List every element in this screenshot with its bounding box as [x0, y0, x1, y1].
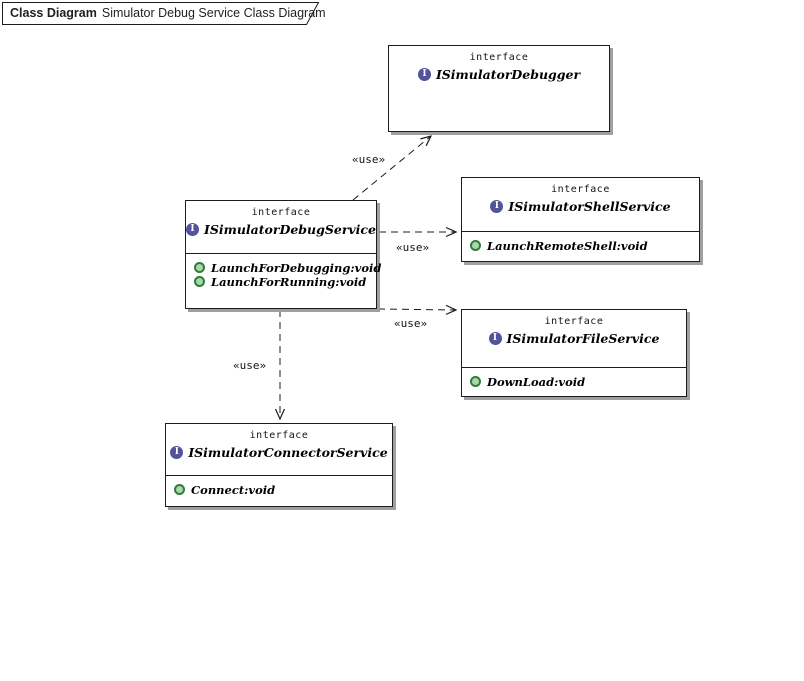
method-label: LaunchForDebugging:void	[211, 260, 382, 275]
public-method-icon	[194, 262, 205, 273]
class-header: interface I ISimulatorConnectorService	[166, 424, 392, 475]
class-name: ISimulatorDebugger	[435, 67, 581, 82]
public-method-icon	[470, 240, 481, 251]
interface-icon: I	[488, 332, 502, 345]
diagram-name-label: Simulator Debug Service Class Diagram	[101, 6, 326, 20]
diagram-type-label: Class Diagram	[10, 6, 97, 20]
class-name: ISimulatorConnectorService	[188, 445, 388, 460]
public-method-icon	[174, 484, 185, 495]
title-tab-shape	[2, 2, 320, 25]
interface-icon: I	[186, 223, 199, 236]
class-box-isimulatordebugservice[interactable]: interface I ISimulatorDebugService Launc…	[185, 200, 381, 309]
method-row: LaunchForRunning:void	[194, 274, 372, 289]
dependency-arrow-to-debugger[interactable]	[352, 136, 431, 201]
class-name: ISimulatorFileService	[506, 331, 660, 346]
stereotype-label: interface	[469, 52, 529, 63]
class-header: interface I ISimulatorShellService	[462, 178, 699, 231]
public-method-icon	[470, 376, 481, 387]
method-label: LaunchRemoteShell:void	[487, 238, 648, 253]
use-stereotype-label: «use»	[233, 359, 266, 372]
class-name: ISimulatorShellService	[508, 199, 671, 214]
method-row: DownLoad:void	[470, 374, 682, 389]
method-row: LaunchRemoteShell:void	[470, 238, 695, 253]
method-row: LaunchForDebugging:void	[194, 261, 381, 275]
use-stereotype-label: «use»	[394, 317, 427, 330]
public-method-icon	[194, 276, 205, 287]
class-box-isimulatorfileservice[interactable]: interface I ISimulatorFileService DownLo…	[461, 309, 687, 397]
method-row: Connect:void	[174, 482, 388, 497]
methods-compartment: DownLoad:void	[462, 367, 686, 396]
stereotype-label: interface	[251, 207, 311, 218]
class-name: ISimulatorDebugService	[204, 222, 376, 237]
methods-compartment: Connect:void	[166, 475, 392, 506]
use-stereotype-label: «use»	[396, 241, 429, 254]
stereotype-label: interface	[249, 430, 309, 441]
stereotype-label: interface	[544, 316, 604, 327]
class-header: interface I ISimulatorDebugger	[389, 46, 609, 82]
class-box-isimulatorconnectorservice[interactable]: interface I ISimulatorConnectorService C…	[165, 423, 393, 507]
diagram-title: Class Diagram Simulator Debug Service Cla…	[10, 6, 326, 20]
method-label: LaunchForRunning:void	[211, 274, 367, 289]
diagram-title-tab: Class Diagram Simulator Debug Service Cla…	[2, 2, 326, 26]
methods-compartment: LaunchForDebugging:void LaunchForRunning…	[186, 253, 381, 308]
class-header: interface I ISimulatorFileService	[462, 310, 686, 367]
dependency-arrow-to-file-service[interactable]	[377, 309, 456, 310]
method-label: DownLoad:void	[487, 374, 586, 389]
interface-icon: I	[417, 68, 431, 81]
method-label: Connect:void	[191, 482, 276, 497]
stereotype-label: interface	[551, 184, 610, 195]
interface-icon: I	[490, 200, 504, 213]
class-box-isimulatordebugger[interactable]: interface I ISimulatorDebugger	[388, 45, 610, 132]
class-header: interface I ISimulatorDebugService	[186, 201, 376, 253]
methods-compartment: LaunchRemoteShell:void	[462, 231, 699, 261]
class-box-isimulatorshellservice[interactable]: interface I ISimulatorShellService Launc…	[461, 177, 700, 262]
interface-icon: I	[170, 446, 184, 459]
use-stereotype-label: «use»	[352, 153, 385, 166]
